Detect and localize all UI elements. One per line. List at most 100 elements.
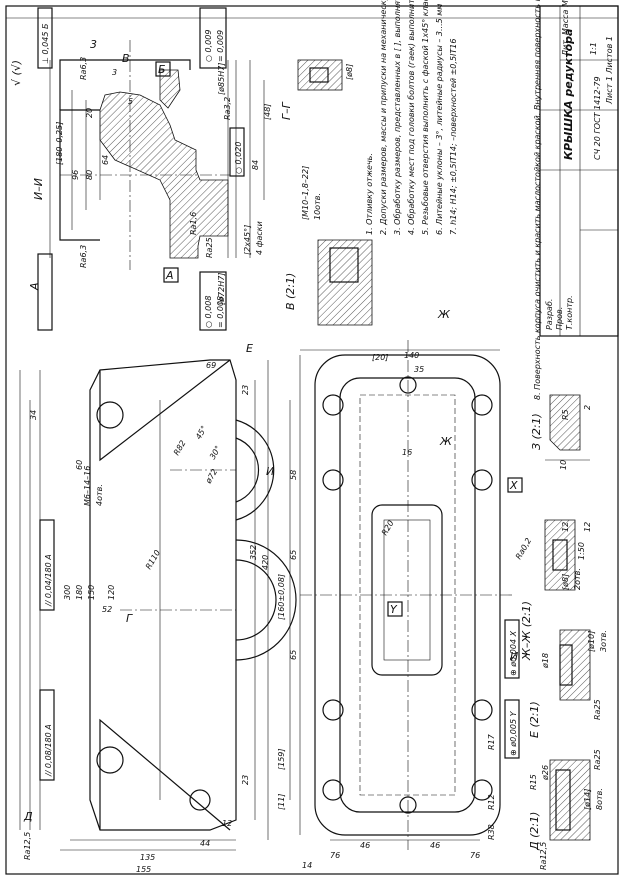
- dim-r15: R15: [529, 774, 538, 790]
- detail-d: [549, 759, 591, 841]
- letter-d: Д: [23, 810, 33, 823]
- note-6: 6. Литейные уклоны – 3°, литейные радиус…: [435, 4, 444, 235]
- label-e: Е (2:1): [528, 701, 541, 738]
- letter-zh-top: Ж: [437, 308, 451, 321]
- note-4: 4. Обработку мест под головки болтов (га…: [407, 0, 416, 235]
- dim-120: 120: [107, 585, 116, 600]
- ra125-d: Ra12,5: [539, 842, 548, 870]
- dim-12: 12: [222, 819, 232, 828]
- dim-r38: R38: [487, 824, 496, 840]
- outer-frame: [5, 5, 619, 875]
- dim-20b: [20]: [372, 353, 388, 362]
- label-ii: И–И: [32, 178, 45, 200]
- letter-v-top: В: [122, 52, 130, 65]
- letter-i-b: И: [510, 650, 518, 663]
- dim-159: [159]: [277, 748, 286, 770]
- dim-84: 84: [251, 160, 260, 170]
- dim-14: 14: [302, 861, 312, 870]
- dim-34: 34: [29, 410, 38, 420]
- note-3: 3. Обработку размеров, представленных в …: [393, 0, 402, 235]
- dim-352: 352: [249, 545, 258, 560]
- dim-12b: 12: [583, 522, 592, 532]
- title-name: КРЫШКА редуктора: [562, 29, 575, 160]
- section-zhzh: [544, 519, 576, 591]
- tol-flat4: = 0,008: [216, 296, 225, 328]
- title-code: СЧ 20 ГОСТ 1412-79: [593, 76, 602, 160]
- dim-65b: 65: [289, 650, 298, 660]
- title-sheet: Лист 1 Листов 1: [605, 36, 614, 105]
- letter-i-a: И: [266, 465, 274, 478]
- label-gg: Г–Г: [280, 101, 293, 120]
- letter-a: А: [165, 269, 174, 282]
- label-zhzh: Ж–Ж (2:1): [520, 601, 533, 661]
- dim-r02: Ra0,2: [514, 536, 533, 561]
- ra16: Ra1,6: [189, 212, 198, 235]
- dim-60: 60: [75, 460, 84, 470]
- section-gg: [297, 59, 343, 91]
- title-row-tkontr: Т.контр.: [565, 295, 574, 330]
- tol-round-frame: [229, 127, 245, 177]
- k85: [ø85H7]: [217, 63, 226, 95]
- letter-x: X: [509, 479, 518, 492]
- dim-r12: R12: [487, 794, 496, 810]
- dim-150: 150: [87, 585, 96, 600]
- tol-pos2: ⊕ ø0,005 Y: [509, 710, 518, 756]
- dim-r17: R17: [487, 733, 496, 750]
- title-block: [539, 5, 619, 337]
- dim-135: 135: [140, 853, 155, 862]
- datum-b-box: [155, 61, 171, 77]
- dim-155: 155: [136, 865, 151, 874]
- dim-23a: 23: [241, 385, 250, 395]
- dim-1-50: 1:50: [577, 542, 586, 560]
- dim-65a: 65: [289, 550, 298, 560]
- letter-g: Г: [126, 612, 133, 625]
- dim-35: 35: [414, 365, 424, 374]
- letter-b: Б: [158, 63, 166, 76]
- dim-64: 64: [101, 155, 110, 165]
- tol-flat-top: [199, 7, 227, 69]
- note-2: 2. Допуски размеров, массы и припуски на…: [379, 0, 388, 235]
- letter-a-frame: А: [28, 282, 41, 291]
- ra25: Ra25: [205, 237, 214, 258]
- dim-r82: R82: [172, 439, 188, 457]
- tol-round: ○ 0,020: [234, 142, 243, 174]
- dim-phi14-holes: 8отв.: [595, 788, 604, 810]
- dim-48: [48]: [263, 104, 272, 120]
- dim-16: 16: [402, 448, 412, 457]
- letter-y: Y: [390, 603, 398, 616]
- dim-58: 58: [289, 470, 298, 480]
- dim-20: 20: [85, 108, 94, 118]
- dim-phi10: [ø10]: [587, 631, 596, 652]
- k2x45: [2x45°]: [243, 225, 252, 255]
- dim-phi10-holes: 3отв.: [599, 630, 608, 652]
- dim-phi8-holes: 2отв.: [573, 568, 582, 590]
- detail-z: [545, 394, 590, 461]
- label-v: В (2:1): [284, 273, 297, 310]
- dim-12a: 12: [561, 522, 570, 532]
- dim-52: 52: [102, 605, 112, 614]
- ra125-left: Ra12,5: [23, 832, 32, 860]
- dim-2: 2: [583, 405, 592, 410]
- datum-y-box: [387, 601, 403, 617]
- dim-45: 45°: [194, 424, 209, 441]
- note-5: 5. Резьбовые отверстия выполнить с фаско…: [421, 0, 430, 235]
- tol-flat-bottom: [199, 271, 227, 331]
- dim-3: 3: [112, 68, 117, 77]
- dim-phi14: [ø14]: [583, 789, 592, 810]
- ra63-left: Ra6,3: [79, 245, 88, 268]
- letter-e: Е: [246, 342, 253, 355]
- datum-a-box: [163, 267, 179, 283]
- side-view: [19, 359, 297, 851]
- section-ii: [49, 40, 265, 270]
- tol-par1: // 0,04/180 А: [44, 554, 53, 607]
- dim-420: 420: [261, 555, 270, 570]
- note-1: 1. Отливку отжечь.: [365, 153, 374, 235]
- note-8: 8. Поверхность корпуса очистить и красит…: [533, 0, 542, 400]
- tol-par2: // 0,08/180 А: [44, 724, 53, 777]
- dim-76b: 76: [470, 851, 480, 860]
- tol-a-frame: [37, 253, 53, 331]
- tol-perp-b: [37, 7, 53, 69]
- dim-140: 140: [404, 351, 419, 360]
- tol-pos2-frame: [504, 699, 520, 759]
